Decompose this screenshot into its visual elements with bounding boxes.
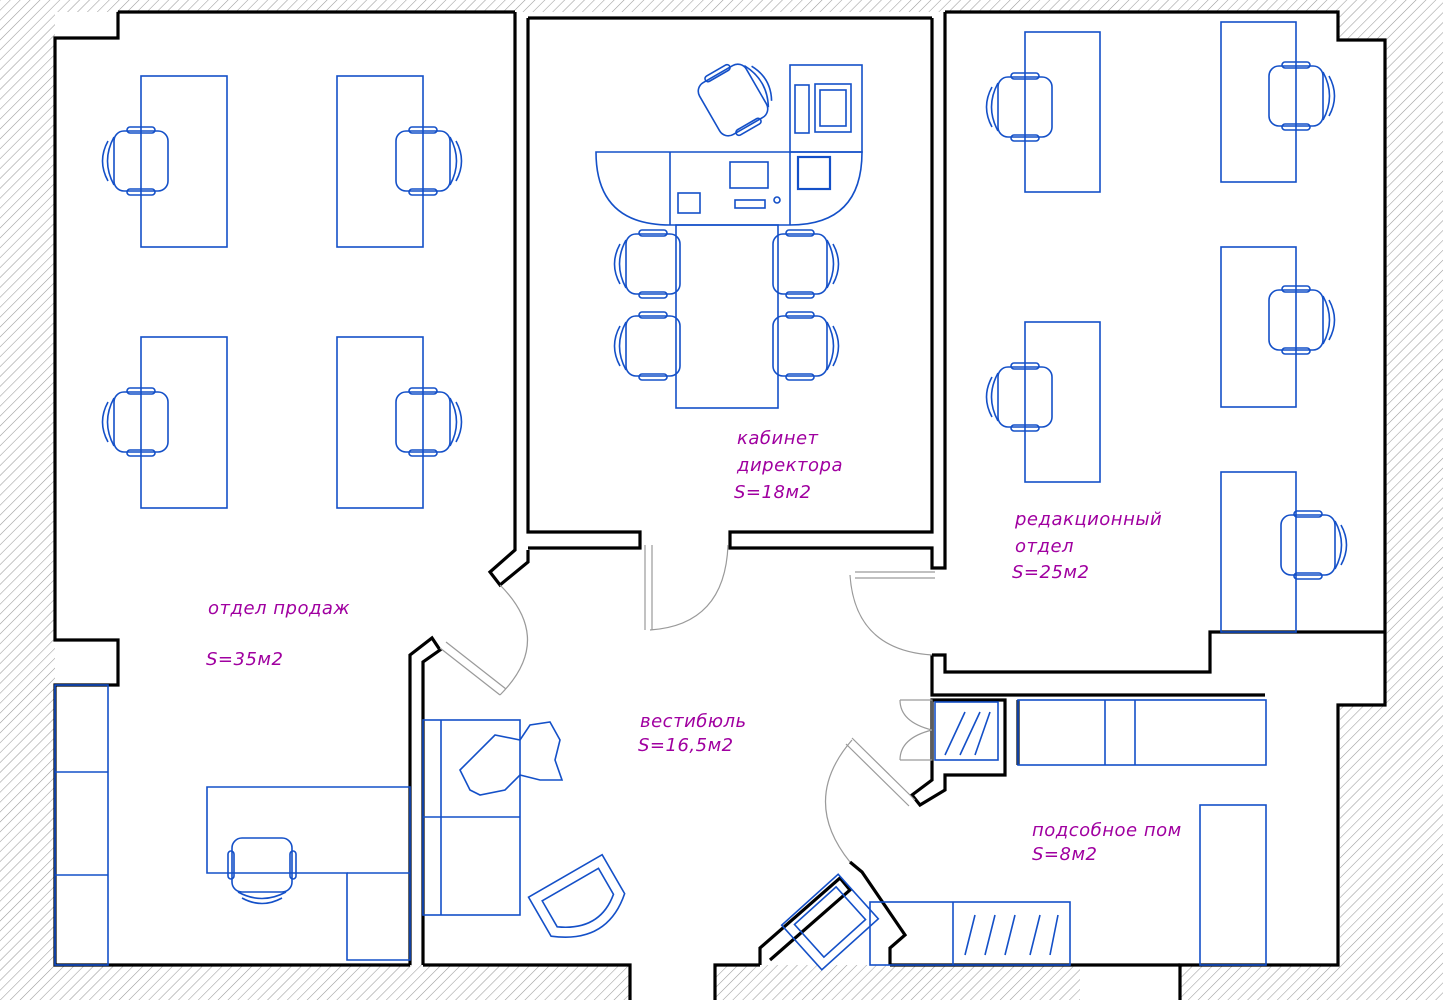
- appliance: [780, 873, 880, 971]
- lobby-room-name: вестибюль: [640, 711, 747, 732]
- editorial-desk: [1024, 31, 1101, 193]
- editorial-desk: [1220, 246, 1297, 408]
- lobby-room-area: S=16,5м2: [638, 735, 734, 756]
- editorial-furniture: [985, 21, 1348, 633]
- shelf: [869, 901, 1071, 966]
- lobby-furniture: [422, 719, 626, 938]
- utility-room-area: S=8м2: [1032, 844, 1098, 865]
- director-room-area: S=18м2: [734, 482, 811, 503]
- director-furniture: [595, 50, 863, 409]
- l-desk: [206, 786, 411, 961]
- sales-desk: [336, 336, 424, 509]
- door-utility[interactable]: [824, 737, 916, 863]
- editorial-desk: [1220, 471, 1297, 633]
- doors: [439, 544, 935, 863]
- door-director[interactable]: [644, 544, 729, 631]
- editorial-room-area: S=25м2: [1012, 562, 1089, 583]
- editorial-room-name: редакционный: [1014, 509, 1162, 530]
- sales-room-area: S=35м2: [206, 649, 283, 670]
- cabinet: [54, 684, 109, 966]
- room-labels: отдел продаж S=35м2 кабинет директора S=…: [206, 428, 1182, 865]
- director-room-name: директора: [736, 455, 843, 476]
- door-editorial[interactable]: [849, 571, 935, 656]
- director-room-name: кабинет: [737, 428, 819, 449]
- sales-desk: [336, 75, 424, 248]
- phone-icon: [677, 192, 701, 214]
- coat: [459, 721, 564, 796]
- sales-desk: [140, 75, 228, 248]
- editorial-desk: [1024, 321, 1101, 483]
- cabinet: [789, 64, 863, 153]
- armchair: [527, 853, 626, 938]
- editorial-room-name: отдел: [1015, 536, 1074, 557]
- utility-room-name: подсобное пом: [1032, 820, 1182, 841]
- counter: [1017, 699, 1267, 766]
- sales-room-name: отдел продаж: [208, 598, 350, 619]
- sales-furniture: [54, 75, 463, 966]
- editorial-desk: [1220, 21, 1297, 183]
- door-sales[interactable]: [439, 584, 529, 696]
- utility-furniture: [780, 699, 1267, 971]
- cabinet: [1199, 804, 1267, 966]
- door-closet[interactable]: [899, 699, 933, 761]
- sales-desk: [140, 336, 228, 509]
